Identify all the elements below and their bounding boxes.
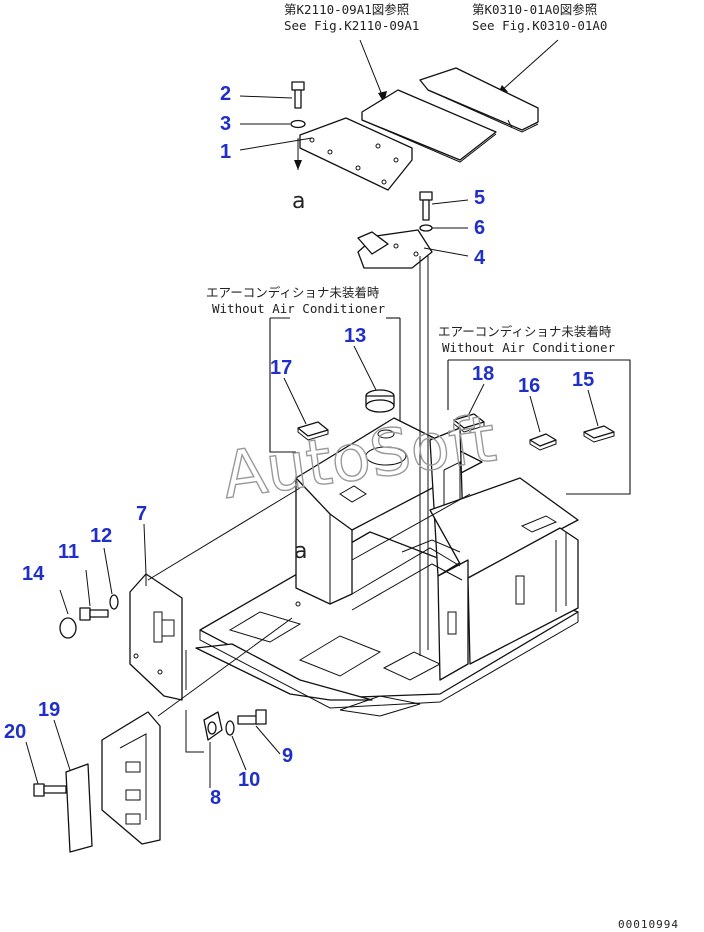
view-marker-top: a — [292, 189, 305, 214]
plate-part-19 — [65, 763, 93, 853]
callout-10: 10 — [238, 769, 260, 791]
pad-part-16 — [529, 433, 557, 451]
annotation-upper-jp: エアーコンディショナ未装着時 — [206, 285, 380, 300]
bolt-part-5 — [419, 191, 433, 221]
callout-12: 12 — [90, 525, 112, 547]
main-frame — [195, 256, 579, 717]
callout-19: 19 — [38, 699, 60, 721]
ref-k0310-en: See Fig.K0310-01A0 — [472, 18, 607, 33]
callout-8: 8 — [210, 787, 221, 809]
bracket-part-4 — [357, 229, 433, 269]
callout-6: 6 — [474, 217, 485, 239]
clip-part-8 — [203, 711, 223, 741]
ref-k2110-jp: 第K2110-09A1図参照 — [284, 2, 409, 17]
bolt-part-2 — [291, 81, 305, 109]
callout-11: 11 — [58, 541, 79, 563]
view-marker-frame: a — [294, 539, 307, 564]
washer-part-3 — [290, 119, 306, 129]
callout-14: 14 — [22, 563, 45, 585]
side-panel-part-7 — [129, 573, 183, 701]
washer-part-10 — [225, 720, 235, 736]
callout-9: 9 — [282, 745, 293, 767]
pad-part-15 — [583, 425, 615, 443]
callout-1: 1 — [220, 141, 231, 163]
callout-4: 4 — [474, 247, 486, 269]
lower-cover-part-19 — [101, 711, 161, 845]
bolt-part-20 — [33, 783, 67, 797]
callout-3: 3 — [220, 113, 231, 135]
callout-18: 18 — [472, 363, 494, 385]
leader-lines — [25, 95, 599, 788]
annotation-right-jp: エアーコンディショナ未装着時 — [438, 324, 612, 339]
cover-plate-part-1 — [299, 117, 413, 191]
washer-part-12 — [109, 594, 119, 610]
callout-7: 7 — [136, 503, 147, 525]
cap-part-14 — [59, 617, 77, 639]
callout-15: 15 — [572, 369, 594, 391]
callout-2: 2 — [220, 83, 231, 105]
floor-mat-panel — [361, 89, 497, 163]
callout-16: 16 — [518, 375, 540, 397]
callout-13: 13 — [344, 325, 366, 347]
callout-20: 20 — [4, 721, 26, 743]
pad-part-18 — [453, 413, 485, 433]
ref-k2110-en: See Fig.K2110-09A1 — [284, 18, 419, 33]
annotation-box-right — [447, 359, 631, 495]
annotation-upper-en: Without Air Conditioner — [212, 301, 386, 316]
rear-cover-panel — [419, 67, 539, 133]
document-number: 00010994 — [618, 918, 679, 931]
pad-part-17 — [297, 421, 329, 441]
bolt-part-11 — [79, 607, 109, 621]
bolt-part-9 — [237, 709, 267, 725]
callout-5: 5 — [474, 187, 485, 209]
callout-17: 17 — [270, 357, 292, 379]
washer-part-6 — [419, 224, 433, 232]
cap-part-13 — [365, 389, 395, 413]
annotation-right-en: Without Air Conditioner — [442, 340, 616, 355]
ref-k0310-jp: 第K0310-01A0図参照 — [472, 2, 597, 17]
